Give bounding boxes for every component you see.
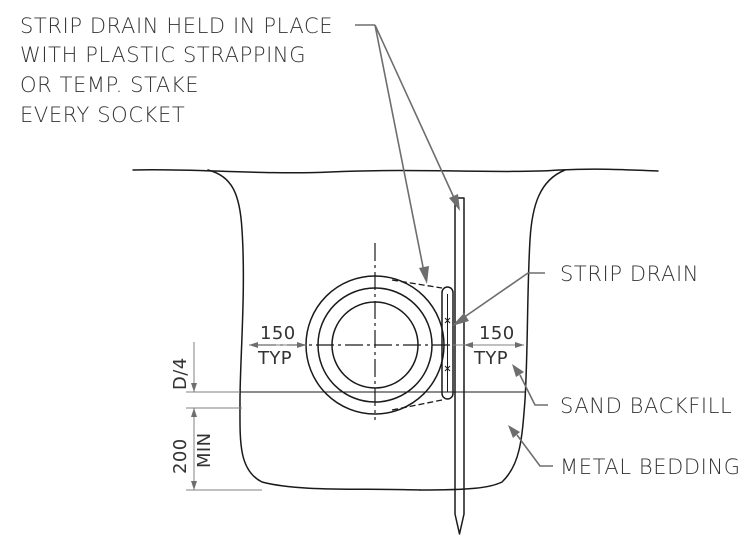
labels: STRIP DRAIN HELD IN PLACE WITH PLASTIC S… bbox=[20, 14, 741, 479]
leader-strip-drain bbox=[462, 272, 545, 319]
strip-drain-assembly bbox=[391, 197, 465, 535]
note-strapping-line-2: WITH PLASTIC STRAPPING bbox=[20, 43, 306, 67]
dim-left-clearance-value: 150 bbox=[260, 323, 296, 344]
dim-right-clearance-arrow-left bbox=[464, 342, 473, 348]
dim-left-clearance-arrow-left bbox=[249, 342, 258, 348]
dim-cover-depth-value: D/4 bbox=[170, 357, 191, 390]
strip-drain bbox=[441, 286, 454, 400]
leader-metal-bedding bbox=[516, 434, 553, 467]
note-strapping-line-4: EVERY SOCKET bbox=[20, 103, 185, 127]
note-strapping-line-3: OR TEMP. STAKE bbox=[20, 73, 199, 97]
trench-outline bbox=[132, 168, 659, 491]
leader-strip-drain-arrow bbox=[452, 313, 469, 326]
leader-to-strapping-arrow bbox=[419, 266, 429, 284]
leader-to-stake bbox=[374, 24, 456, 201]
dim-right-clearance-note: TYP bbox=[473, 348, 508, 369]
trench-right-wall bbox=[419, 169, 566, 491]
ground-line bbox=[132, 168, 659, 174]
dim-bedding-depth-arrow-bottom bbox=[191, 481, 197, 490]
dim-bedding-depth-note: MIN bbox=[194, 432, 215, 468]
temporary-stake bbox=[454, 197, 465, 535]
trench-left-wall bbox=[207, 169, 421, 491]
strap-cross-lower bbox=[444, 365, 451, 372]
note-strapping-line-1: STRIP DRAIN HELD IN PLACE bbox=[20, 14, 333, 38]
leaders bbox=[355, 24, 553, 467]
dim-right-clearance-arrow-right bbox=[515, 342, 524, 348]
dim-cover-depth-arrow bbox=[191, 383, 197, 392]
dim-right-clearance-value: 150 bbox=[479, 323, 515, 344]
leader-to-strapping bbox=[374, 24, 425, 273]
leader-metal-bedding-arrow bbox=[508, 425, 520, 438]
dimensions: 150 TYP 150 TYP D/4 200 MIN bbox=[170, 323, 524, 491]
strap-cross-upper bbox=[444, 317, 451, 324]
label-strip-drain: STRIP DRAIN bbox=[560, 262, 699, 286]
dim-left-clearance-arrow-right bbox=[297, 342, 306, 348]
dim-bedding-depth-value: 200 bbox=[170, 438, 191, 474]
plastic-strapping-lower bbox=[391, 399, 443, 411]
label-metal-bedding: METAL BEDDING bbox=[560, 455, 741, 479]
leader-sand-backfill bbox=[519, 374, 548, 406]
dim-left-clearance-note: TYP bbox=[257, 348, 292, 369]
leader-to-stake-arrow bbox=[449, 194, 460, 211]
dim-bedding-depth-arrow-top bbox=[191, 408, 197, 417]
label-sand-backfill: SAND BACKFILL bbox=[560, 394, 732, 418]
leader-sand-backfill-arrow bbox=[512, 364, 524, 377]
